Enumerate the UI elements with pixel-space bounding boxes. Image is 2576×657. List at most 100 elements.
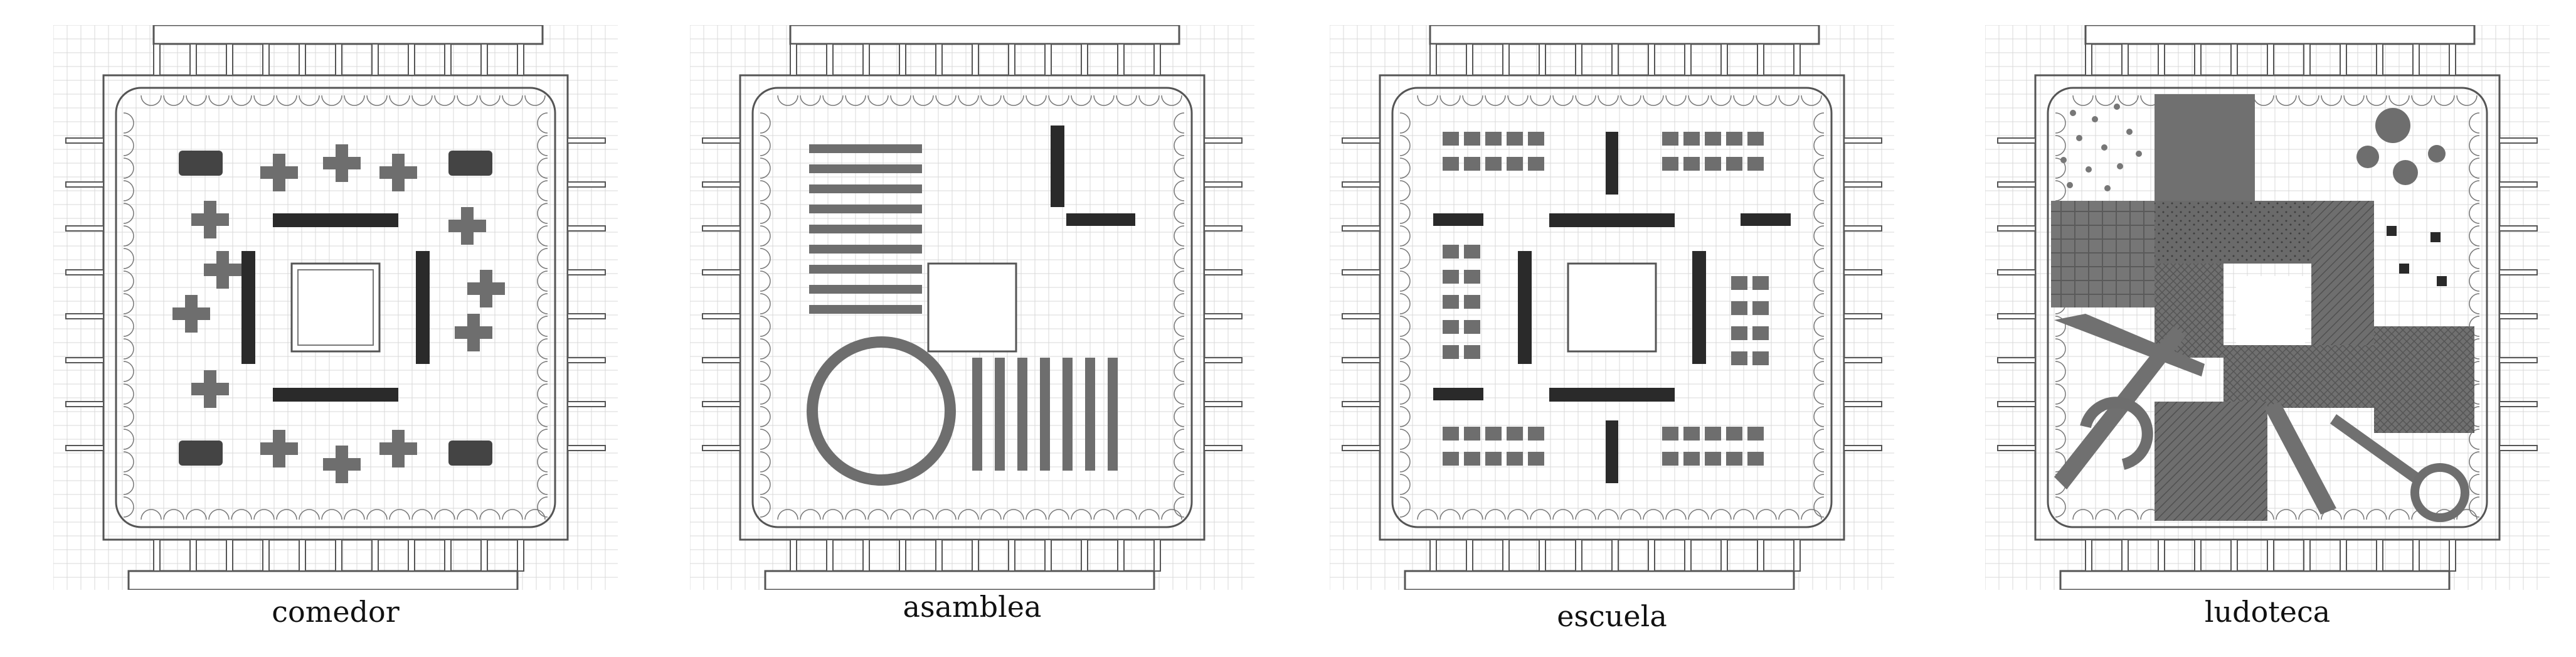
door-arc xyxy=(2456,95,2478,106)
door-arc xyxy=(1756,95,1777,106)
door-arc xyxy=(2469,496,2480,518)
door-arc xyxy=(1417,95,1438,106)
column xyxy=(702,313,741,319)
door-arc xyxy=(253,509,275,520)
column xyxy=(65,313,104,319)
caption-ludoteca: ludoteca xyxy=(2204,595,2331,629)
door-arc xyxy=(760,158,771,179)
door-arc xyxy=(1813,451,1825,473)
door-arc xyxy=(1813,316,1825,337)
ring-seating xyxy=(807,336,956,486)
door-arc xyxy=(2411,95,2432,106)
door-arc xyxy=(123,248,134,269)
door-arc xyxy=(537,496,548,518)
column xyxy=(1611,539,1619,572)
door-arc xyxy=(1399,361,1411,382)
door-arc xyxy=(123,496,134,518)
column xyxy=(1997,313,2036,319)
door-arc xyxy=(1174,474,1185,495)
column xyxy=(2085,43,2092,76)
column xyxy=(2303,43,2311,76)
column xyxy=(702,181,741,188)
column xyxy=(567,445,606,451)
door-arc xyxy=(276,509,297,520)
door-arc xyxy=(1174,158,1185,179)
door-arc xyxy=(123,361,134,382)
door-arc xyxy=(1598,509,1619,520)
play-mat xyxy=(2224,345,2374,408)
door-arc xyxy=(123,451,134,473)
bench-bottom xyxy=(273,388,398,402)
bench-top xyxy=(273,213,398,227)
door-arc xyxy=(186,95,207,106)
column xyxy=(65,269,104,275)
column xyxy=(1757,539,1764,572)
enclosure-outline xyxy=(2047,87,2488,528)
door-arc xyxy=(2055,135,2066,156)
column xyxy=(1539,43,1546,76)
door-arc xyxy=(537,451,548,473)
column xyxy=(1720,539,1728,572)
column xyxy=(1684,43,1692,76)
column xyxy=(262,539,270,572)
column xyxy=(335,43,342,76)
column xyxy=(153,43,161,76)
door-arc xyxy=(299,95,320,106)
door-arc xyxy=(524,509,546,520)
column xyxy=(2303,539,2311,572)
door-arc xyxy=(231,509,252,520)
door-arc xyxy=(1530,95,1551,106)
cross-table xyxy=(323,144,361,182)
door-arc xyxy=(1462,95,1483,106)
door-arc xyxy=(2298,95,2319,106)
door-arc xyxy=(1507,509,1529,520)
door-arc xyxy=(1813,270,1825,292)
door-arc xyxy=(1598,95,1619,106)
door-arc xyxy=(253,95,275,106)
door-arc xyxy=(1071,509,1092,520)
door-arc xyxy=(2276,95,2297,106)
door-arc xyxy=(800,95,821,106)
door-arc xyxy=(1575,509,1596,520)
door-arc xyxy=(140,95,162,106)
door-arc xyxy=(1174,451,1185,473)
column xyxy=(189,43,197,76)
door-arc xyxy=(321,509,342,520)
door-arc xyxy=(2276,509,2297,520)
door-arc xyxy=(1552,509,1574,520)
column xyxy=(1342,313,1381,319)
column xyxy=(862,43,870,76)
central-void-inner xyxy=(297,269,374,346)
bench xyxy=(1606,420,1618,483)
column xyxy=(1684,539,1692,572)
door-arc xyxy=(2469,451,2480,473)
door-arc xyxy=(1116,509,1137,520)
door-arc xyxy=(1485,509,1506,520)
door-arc xyxy=(1530,509,1551,520)
door-arc xyxy=(366,509,388,520)
door-arc xyxy=(822,509,844,520)
column xyxy=(2449,43,2456,76)
cross-table xyxy=(467,270,505,307)
door-arc xyxy=(890,509,911,520)
column xyxy=(2267,43,2274,76)
door-arc xyxy=(1174,180,1185,201)
column xyxy=(1204,357,1243,363)
door-arc xyxy=(524,95,546,106)
cross-table xyxy=(379,154,417,191)
door-arc xyxy=(1003,509,1024,520)
door-arc xyxy=(123,225,134,247)
door-arc xyxy=(760,429,771,450)
door-arc xyxy=(537,361,548,382)
door-arc xyxy=(845,95,866,106)
door-arc xyxy=(2253,95,2274,106)
spiral-toy xyxy=(2080,397,2153,470)
door-arc xyxy=(2055,383,2066,405)
door-arc xyxy=(822,95,844,106)
column xyxy=(2340,539,2347,572)
column xyxy=(1997,357,2036,363)
door-arc xyxy=(140,509,162,520)
column xyxy=(1843,401,1882,407)
beam-bottom xyxy=(764,570,1155,590)
door-arc xyxy=(1174,496,1185,518)
